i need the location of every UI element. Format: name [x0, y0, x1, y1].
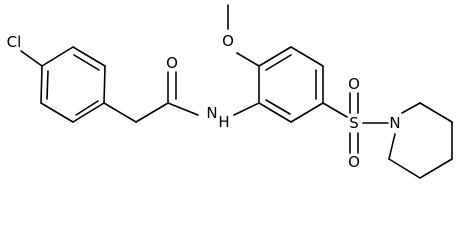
bond-ring1 [41, 46, 74, 67]
bond-ring1-inner [46, 70, 49, 100]
bond-ring-ch2 [103, 102, 137, 123]
sulfonyl-oxygen-bottom-label: O [348, 153, 360, 171]
chemical-structure: Cl O N H O S O O N [7, 4, 453, 179]
methoxy-oxygen-label: O [222, 32, 234, 50]
bond-ring1 [72, 102, 105, 123]
atom-labels: Cl O N H O S O O N [7, 32, 401, 171]
bond-ring2 [290, 102, 324, 123]
bond-n-ring2 [233, 102, 260, 116]
bond-ring1 [40, 65, 43, 104]
bond-ring-s [322, 102, 348, 118]
bond-ring2 [258, 102, 292, 123]
bond-ring1 [103, 65, 106, 104]
bonds [20, 4, 453, 179]
bond-piperidine [419, 158, 453, 179]
bond-ring2 [290, 46, 324, 67]
bond-cl-ring [20, 50, 43, 67]
bond-ring1-inner [73, 54, 100, 71]
bond-ring2-inner [265, 99, 291, 115]
bond-ch2-carbonyl [135, 102, 169, 123]
chlorine-label: Cl [7, 33, 22, 51]
bond-piperidine [419, 102, 453, 123]
amide-hydrogen-label: H [218, 113, 229, 131]
carbonyl-oxygen-label: O [166, 54, 178, 72]
bond-piperidine [401, 102, 421, 114]
piperidine-nitrogen-label: N [389, 114, 400, 132]
bond-ring-methoxy-o [236, 52, 260, 67]
bond-piperidine [388, 158, 421, 179]
bond-carbonyl-n [167, 102, 199, 116]
amide-nitrogen-label: N [206, 104, 217, 122]
bond-piperidine [388, 133, 396, 160]
bond-ring2-inner [265, 54, 292, 71]
sulfur-label: S [349, 114, 359, 132]
sulfonyl-oxygen-top-label: O [348, 75, 360, 93]
bond-ring1 [72, 46, 106, 67]
bond-ring1-inner [75, 100, 99, 116]
bond-ring2 [258, 46, 292, 67]
bond-ring1 [40, 102, 74, 123]
